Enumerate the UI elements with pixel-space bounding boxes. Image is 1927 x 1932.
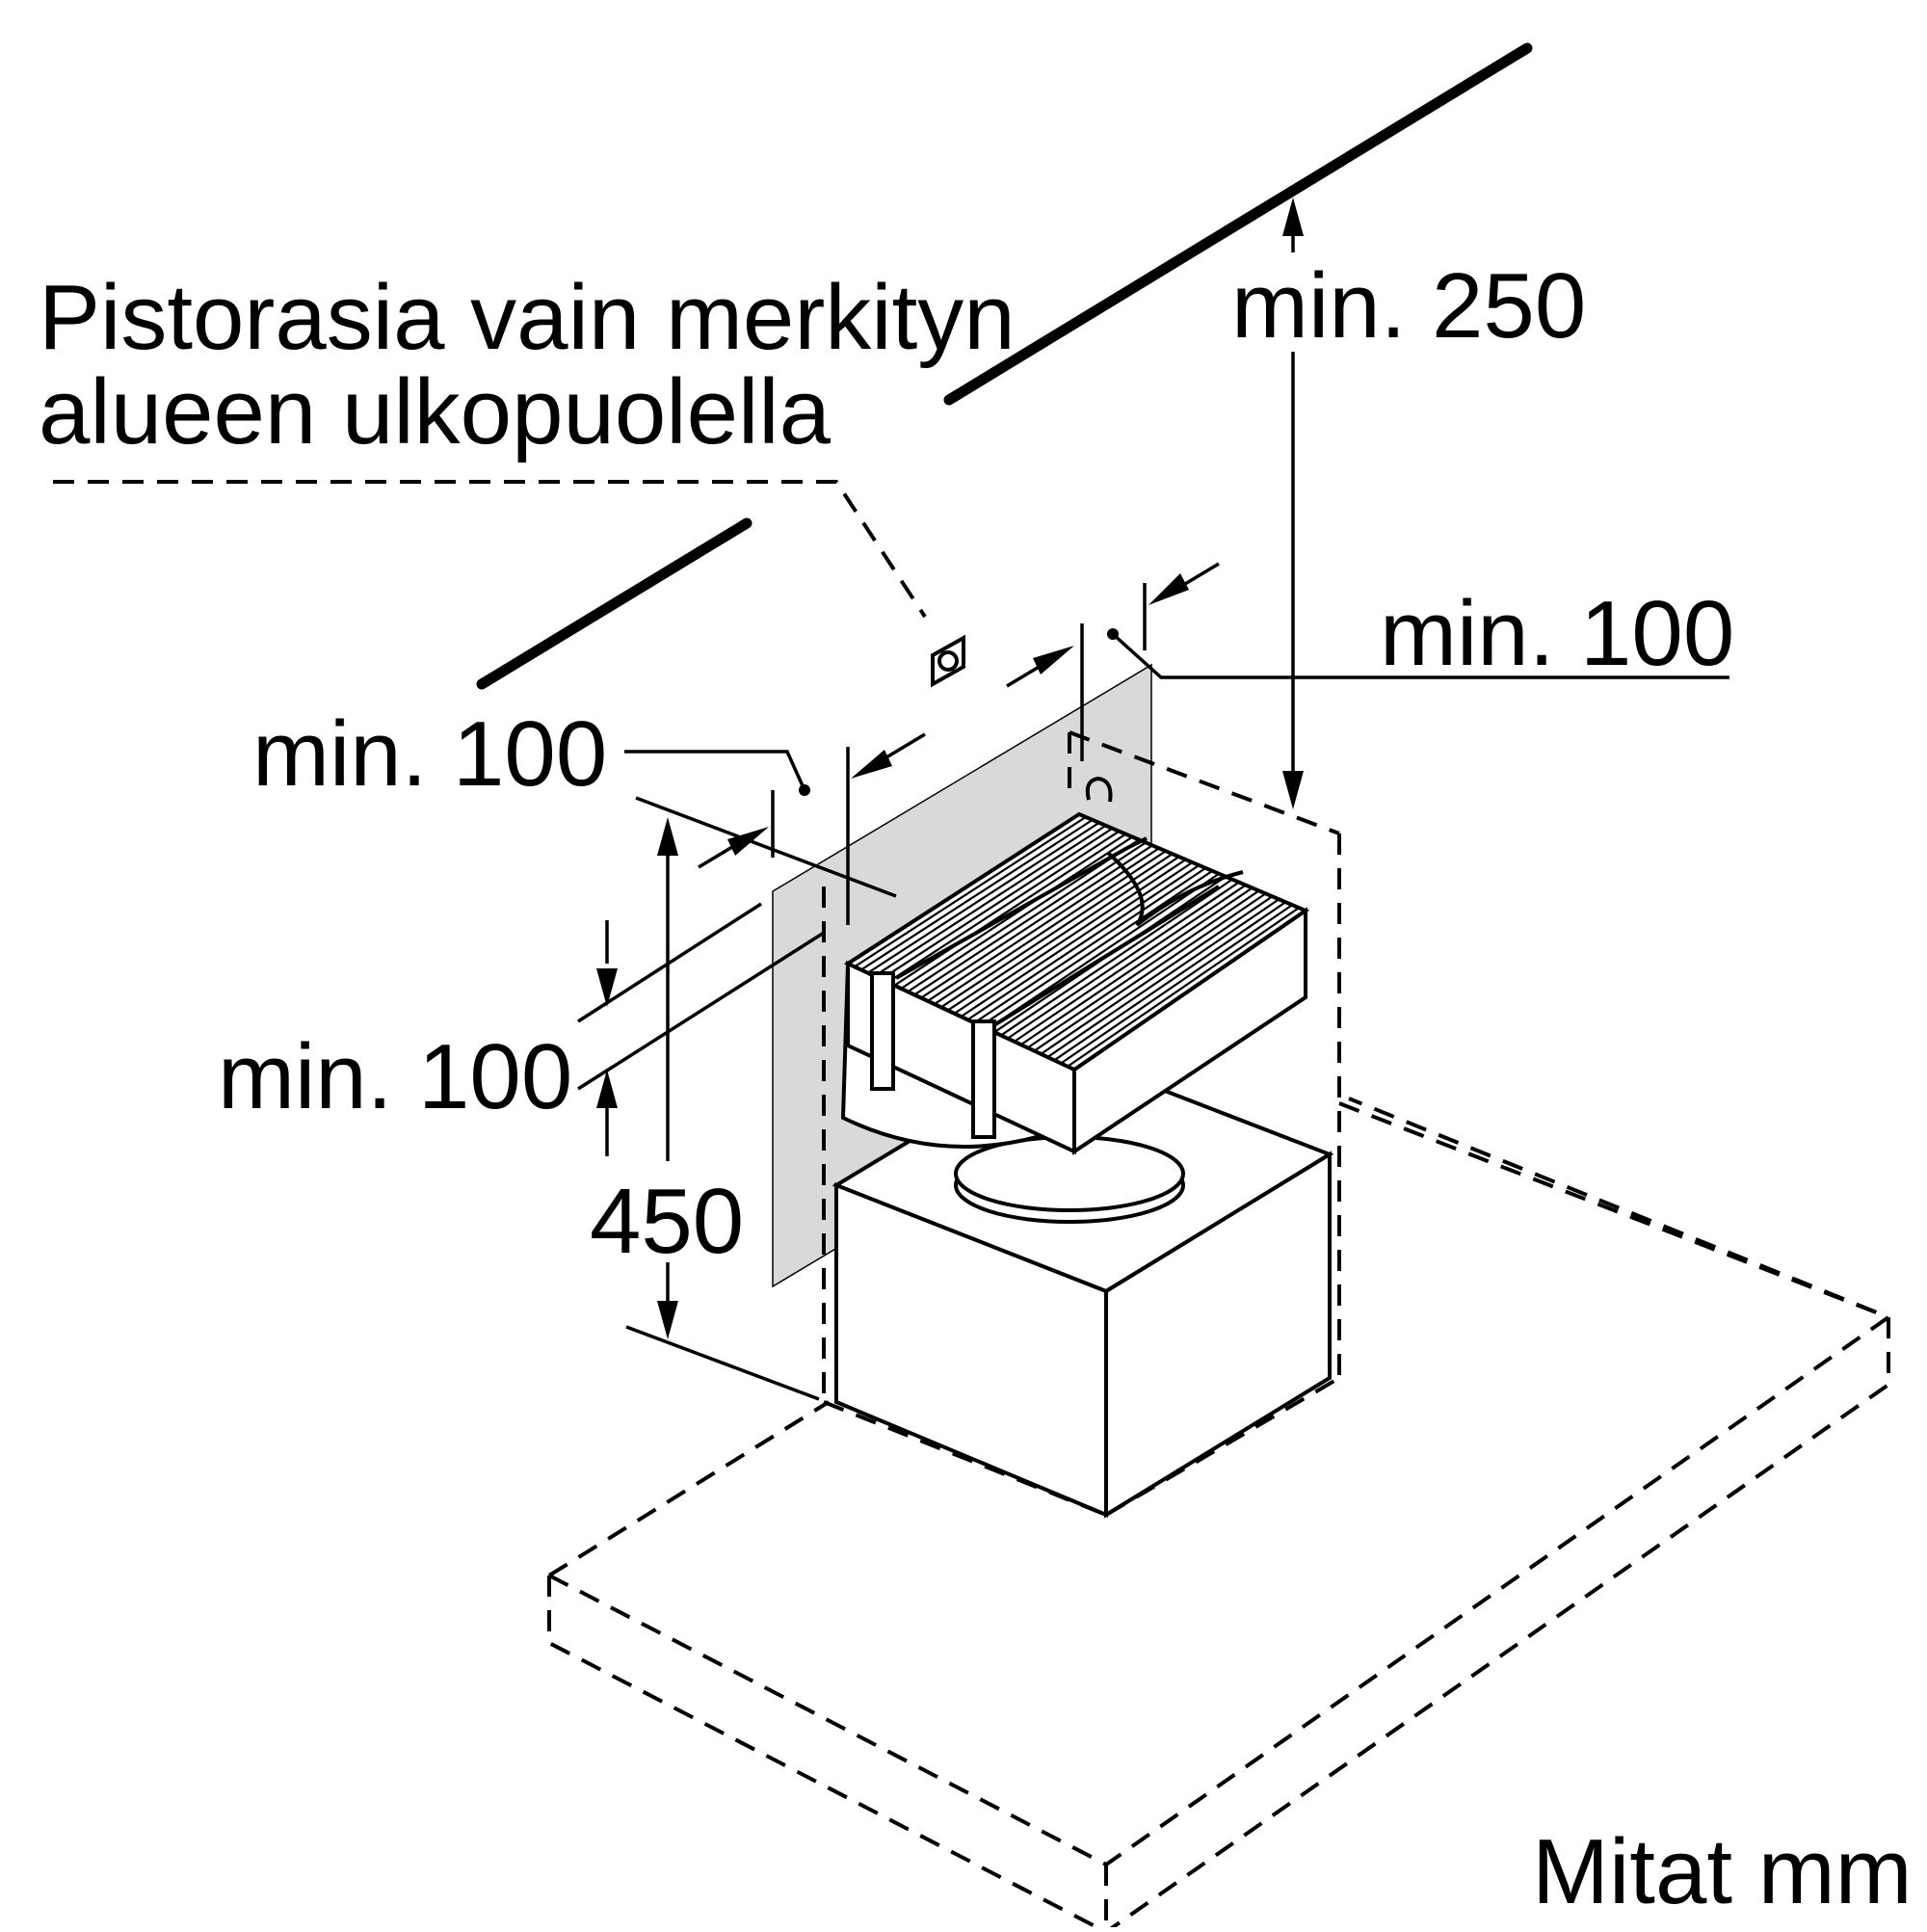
fan-ring xyxy=(954,1135,1185,1224)
filter-rib xyxy=(1067,907,1300,1068)
filter-rib xyxy=(886,830,1121,984)
filter-rib xyxy=(953,859,1187,1015)
filter-rib xyxy=(1014,884,1247,1043)
filter-rib xyxy=(1046,898,1280,1058)
label-left-clearance: min. 100 xyxy=(252,702,607,806)
dimension-lower-clearance xyxy=(577,796,897,1156)
filter-rib xyxy=(860,818,1094,971)
filter-rib xyxy=(927,847,1160,1002)
units-label: Mitat mm xyxy=(1532,1820,1913,1923)
ceiling-line-lower xyxy=(476,517,752,690)
label-top-clearance: min. 250 xyxy=(1231,254,1586,357)
label-lower-clearance: min. 100 xyxy=(218,1025,572,1128)
socket-icon xyxy=(931,634,965,688)
note-leader xyxy=(53,480,927,619)
filter-rib xyxy=(1026,889,1260,1049)
label-height: 450 xyxy=(590,1170,744,1273)
dimension-height xyxy=(625,817,820,1401)
filter-rib xyxy=(947,856,1180,1012)
filter-rib xyxy=(900,835,1133,990)
filter-rib xyxy=(960,861,1194,1018)
filter-rib xyxy=(973,866,1206,1024)
filter-rib xyxy=(1060,904,1293,1065)
filter-rib xyxy=(1040,895,1274,1055)
filter-rib xyxy=(874,824,1107,977)
ceiling-line-upper xyxy=(943,42,1533,406)
filter-cassette xyxy=(840,776,1310,1155)
socket-note-line1: Pistorasia vain merkityn xyxy=(39,266,1016,369)
filter-rib xyxy=(854,816,1087,968)
socket-note-line2: alueen ulkopuolella xyxy=(39,360,832,463)
filter-rib xyxy=(1053,901,1286,1062)
filter-rib xyxy=(880,827,1114,981)
filter-rib xyxy=(980,869,1213,1027)
dimension-top-clearance xyxy=(1282,198,1304,809)
filter-rib xyxy=(867,821,1100,974)
dimension-right-clearance xyxy=(1006,562,1729,761)
label-right-clearance: min. 100 xyxy=(1380,582,1734,685)
filter-rib xyxy=(1007,881,1240,1040)
filter-rib xyxy=(893,833,1126,987)
filter-rib xyxy=(934,850,1167,1005)
filter-rib xyxy=(913,841,1147,996)
filter-rib xyxy=(1033,892,1267,1052)
filter-rib xyxy=(1000,878,1233,1037)
filter-rib xyxy=(1020,887,1254,1046)
filter-rib xyxy=(966,864,1201,1021)
dimension-left-clearance xyxy=(624,732,926,925)
cooktop-outline xyxy=(547,1097,1893,1932)
filter-rib xyxy=(920,844,1153,999)
